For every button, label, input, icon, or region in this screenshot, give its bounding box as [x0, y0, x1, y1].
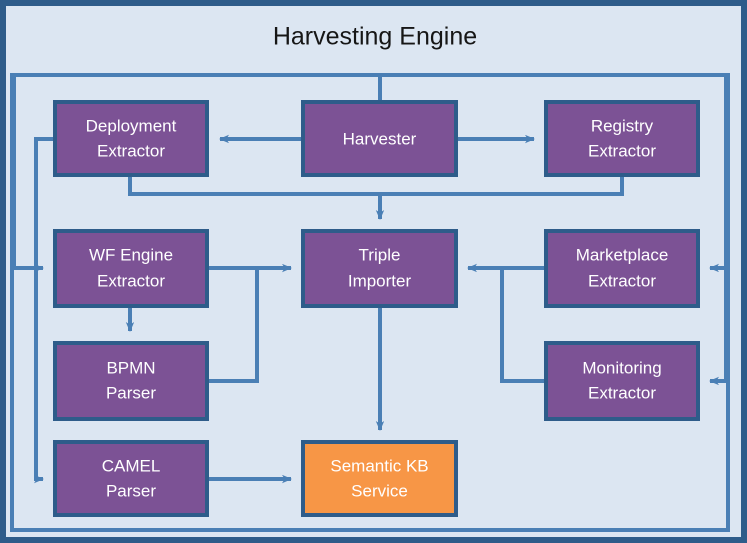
- connector-top-bus-to-wf-engine-extractor: [12, 77, 44, 273]
- node-registry-extractor-label-line-2: Extractor: [588, 141, 656, 160]
- node-marketplace-extractor-box[interactable]: [544, 229, 700, 308]
- connector-bpmn-parser-to-triple-importer: [207, 268, 259, 383]
- node-harvester[interactable]: Harvester: [301, 100, 458, 177]
- node-wf-engine-extractor-label-line-1: WF Engine: [89, 245, 173, 264]
- connector-registry-extractor-to-triple-importer: [380, 175, 624, 196]
- node-wf-engine-extractor-label-line-2: Extractor: [97, 271, 165, 290]
- node-triple-importer-label-line-1: Triple: [359, 245, 401, 264]
- connector-deployment-extractor-to-triple-importer: [128, 175, 385, 220]
- node-marketplace-extractor-label-line-2: Extractor: [588, 271, 656, 290]
- node-semantic-kb-service-box[interactable]: [301, 440, 458, 517]
- node-camel-parser-label-line-1: CAMEL: [102, 456, 161, 475]
- node-registry-extractor-box[interactable]: [544, 100, 700, 177]
- node-bpmn-parser[interactable]: BPMN Parser: [53, 341, 209, 421]
- node-bpmn-parser-box[interactable]: [53, 341, 209, 421]
- connector-monitoring-extractor-to-triple-importer: [500, 268, 546, 383]
- node-triple-importer-label-line-2: Importer: [348, 271, 412, 290]
- connector-deployment-extractor-to-camel-parser: [34, 137, 55, 484]
- node-camel-parser[interactable]: CAMEL Parser: [53, 440, 209, 517]
- connector-top-bus-to-monitoring-extractor: [709, 268, 728, 386]
- node-semantic-kb-service[interactable]: Semantic KB Service: [301, 440, 458, 517]
- node-wf-engine-extractor-box[interactable]: [53, 229, 209, 308]
- node-monitoring-extractor-box[interactable]: [544, 341, 700, 421]
- node-triple-importer-box[interactable]: [301, 229, 458, 308]
- node-deployment-extractor-label-line-1: Deployment: [86, 116, 177, 135]
- page-title: Harvesting Engine: [273, 23, 477, 51]
- node-marketplace-extractor-label-line-1: Marketplace: [576, 245, 669, 264]
- node-deployment-extractor-label-line-2: Extractor: [97, 141, 165, 160]
- node-bpmn-parser-label-line-2: Parser: [106, 383, 156, 402]
- node-harvester-label-line-1: Harvester: [343, 129, 417, 148]
- node-monitoring-extractor-label-line-1: Monitoring: [582, 358, 661, 377]
- node-camel-parser-box[interactable]: [53, 440, 209, 517]
- node-deployment-extractor-box[interactable]: [53, 100, 209, 177]
- node-harvester-box[interactable]: [301, 100, 458, 177]
- node-semantic-kb-service-label-line-1: Semantic KB: [330, 456, 428, 475]
- node-registry-extractor[interactable]: Registry Extractor: [544, 100, 700, 177]
- node-wf-engine-extractor[interactable]: WF Engine Extractor: [53, 229, 209, 308]
- node-marketplace-extractor[interactable]: Marketplace Extractor: [544, 229, 700, 308]
- node-semantic-kb-service-label-line-2: Service: [351, 481, 408, 500]
- node-monitoring-extractor[interactable]: Monitoring Extractor: [544, 341, 700, 421]
- connector-layer: [12, 77, 728, 484]
- node-camel-parser-label-line-2: Parser: [106, 481, 156, 500]
- node-registry-extractor-label-line-1: Registry: [591, 116, 654, 135]
- node-triple-importer[interactable]: Triple Importer: [301, 229, 458, 308]
- node-deployment-extractor[interactable]: Deployment Extractor: [53, 100, 209, 177]
- node-monitoring-extractor-label-line-2: Extractor: [588, 383, 656, 402]
- node-bpmn-parser-label-line-1: BPMN: [106, 358, 155, 377]
